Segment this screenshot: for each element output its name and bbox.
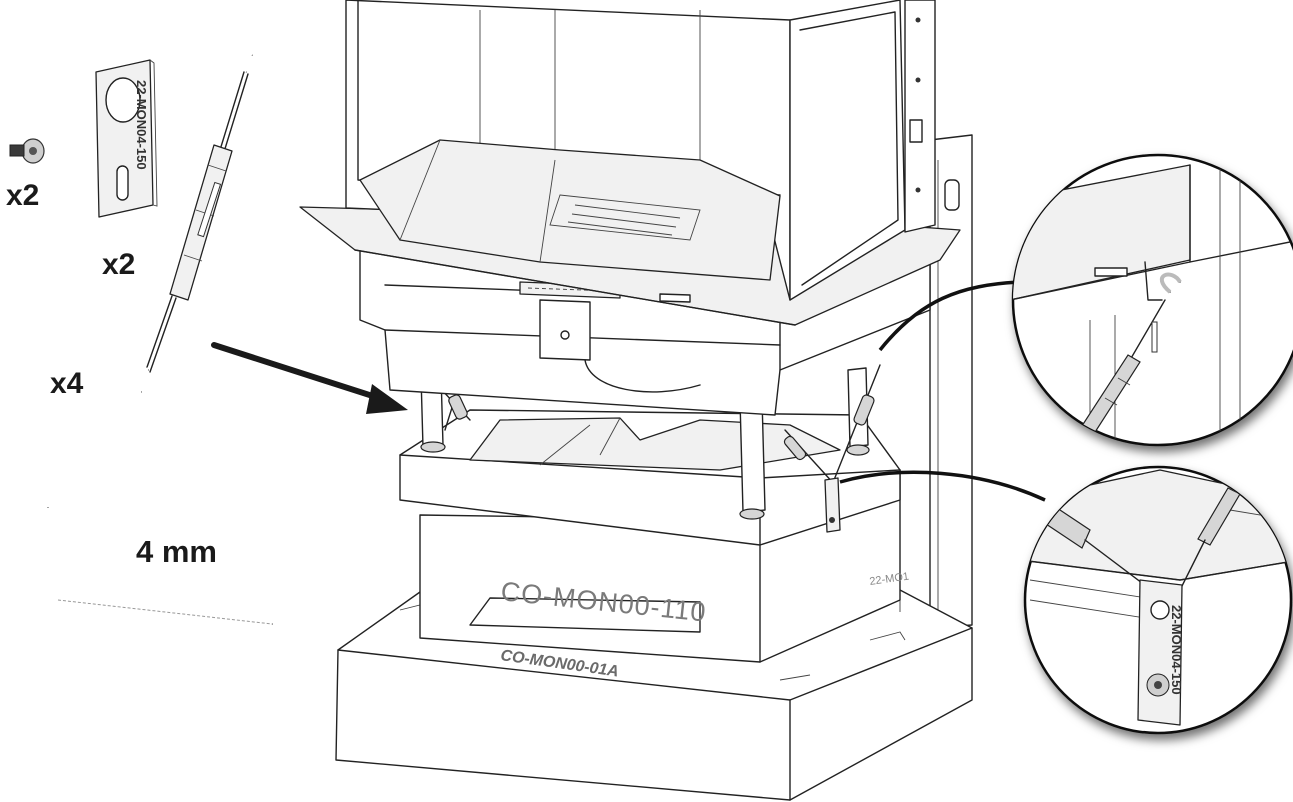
bracket-plate-icon: 22-MON04-150	[95, 59, 158, 218]
turnbuckle-icon	[122, 48, 254, 411]
pointer-arrow-icon	[211, 342, 408, 414]
plate-quantity: x2	[102, 248, 135, 281]
firebox-glass-upper	[345, 0, 936, 301]
fireplace-assembly: CO-MON00-01A CO-MON00-110 22-MO1	[299, 0, 1046, 801]
hex-key-size: 4 mm	[136, 534, 217, 569]
plate-part-number: 22-MON04-150	[134, 80, 149, 170]
side-tag-label: 22-MO1	[869, 571, 910, 588]
detail-leader-top	[878, 280, 1021, 352]
detail-leader-bottom	[839, 470, 1046, 502]
screw-icon	[9, 138, 45, 164]
hex-key-icon	[45, 507, 273, 627]
screw-quantity: x2	[6, 179, 39, 212]
detail-plate-part-number: 22-MON04-150	[1169, 605, 1184, 695]
turnbuckle-quantity: x4	[50, 367, 84, 400]
parts-legend: x2 22-MON04-150 x2 x4	[6, 48, 408, 627]
base-box: CO-MON00-110 22-MO1	[399, 409, 910, 663]
detail-view-bottom-content: 22-MON04-150	[1025, 469, 1291, 726]
